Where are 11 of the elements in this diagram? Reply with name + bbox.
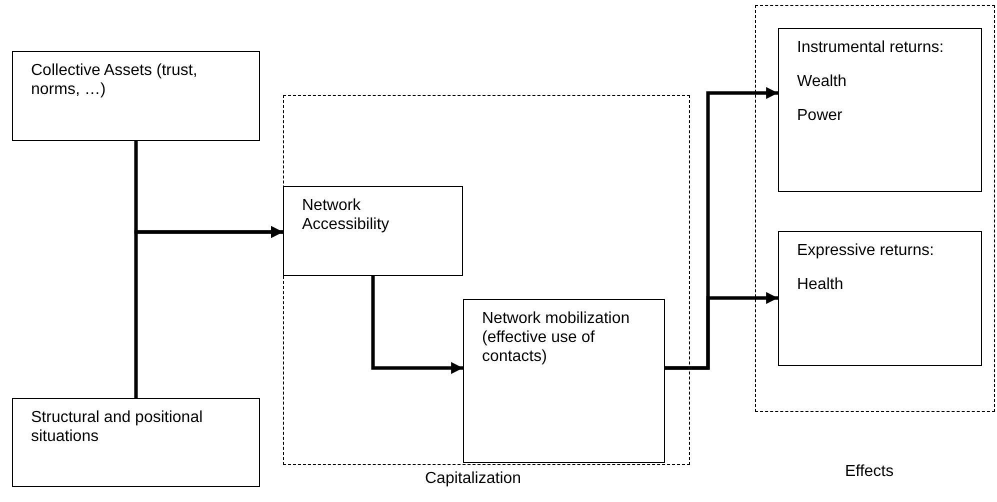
- group-label: Effects: [845, 462, 894, 481]
- arrow: [371, 276, 463, 374]
- process-box: Instrumental returns: Wealth Power: [778, 28, 982, 192]
- process-box: Network mobilization (effective use of contacts): [463, 299, 665, 463]
- arrow: [134, 226, 283, 398]
- group-label: Capitalization: [425, 469, 522, 488]
- arrow: [665, 292, 778, 370]
- process-box: Expressive returns: Health: [778, 231, 982, 366]
- process-box: Collective Assets (trust, norms, …): [12, 51, 260, 141]
- process-box: Structural and positional situations: [12, 398, 260, 487]
- process-box: Network Accessibility: [283, 186, 463, 276]
